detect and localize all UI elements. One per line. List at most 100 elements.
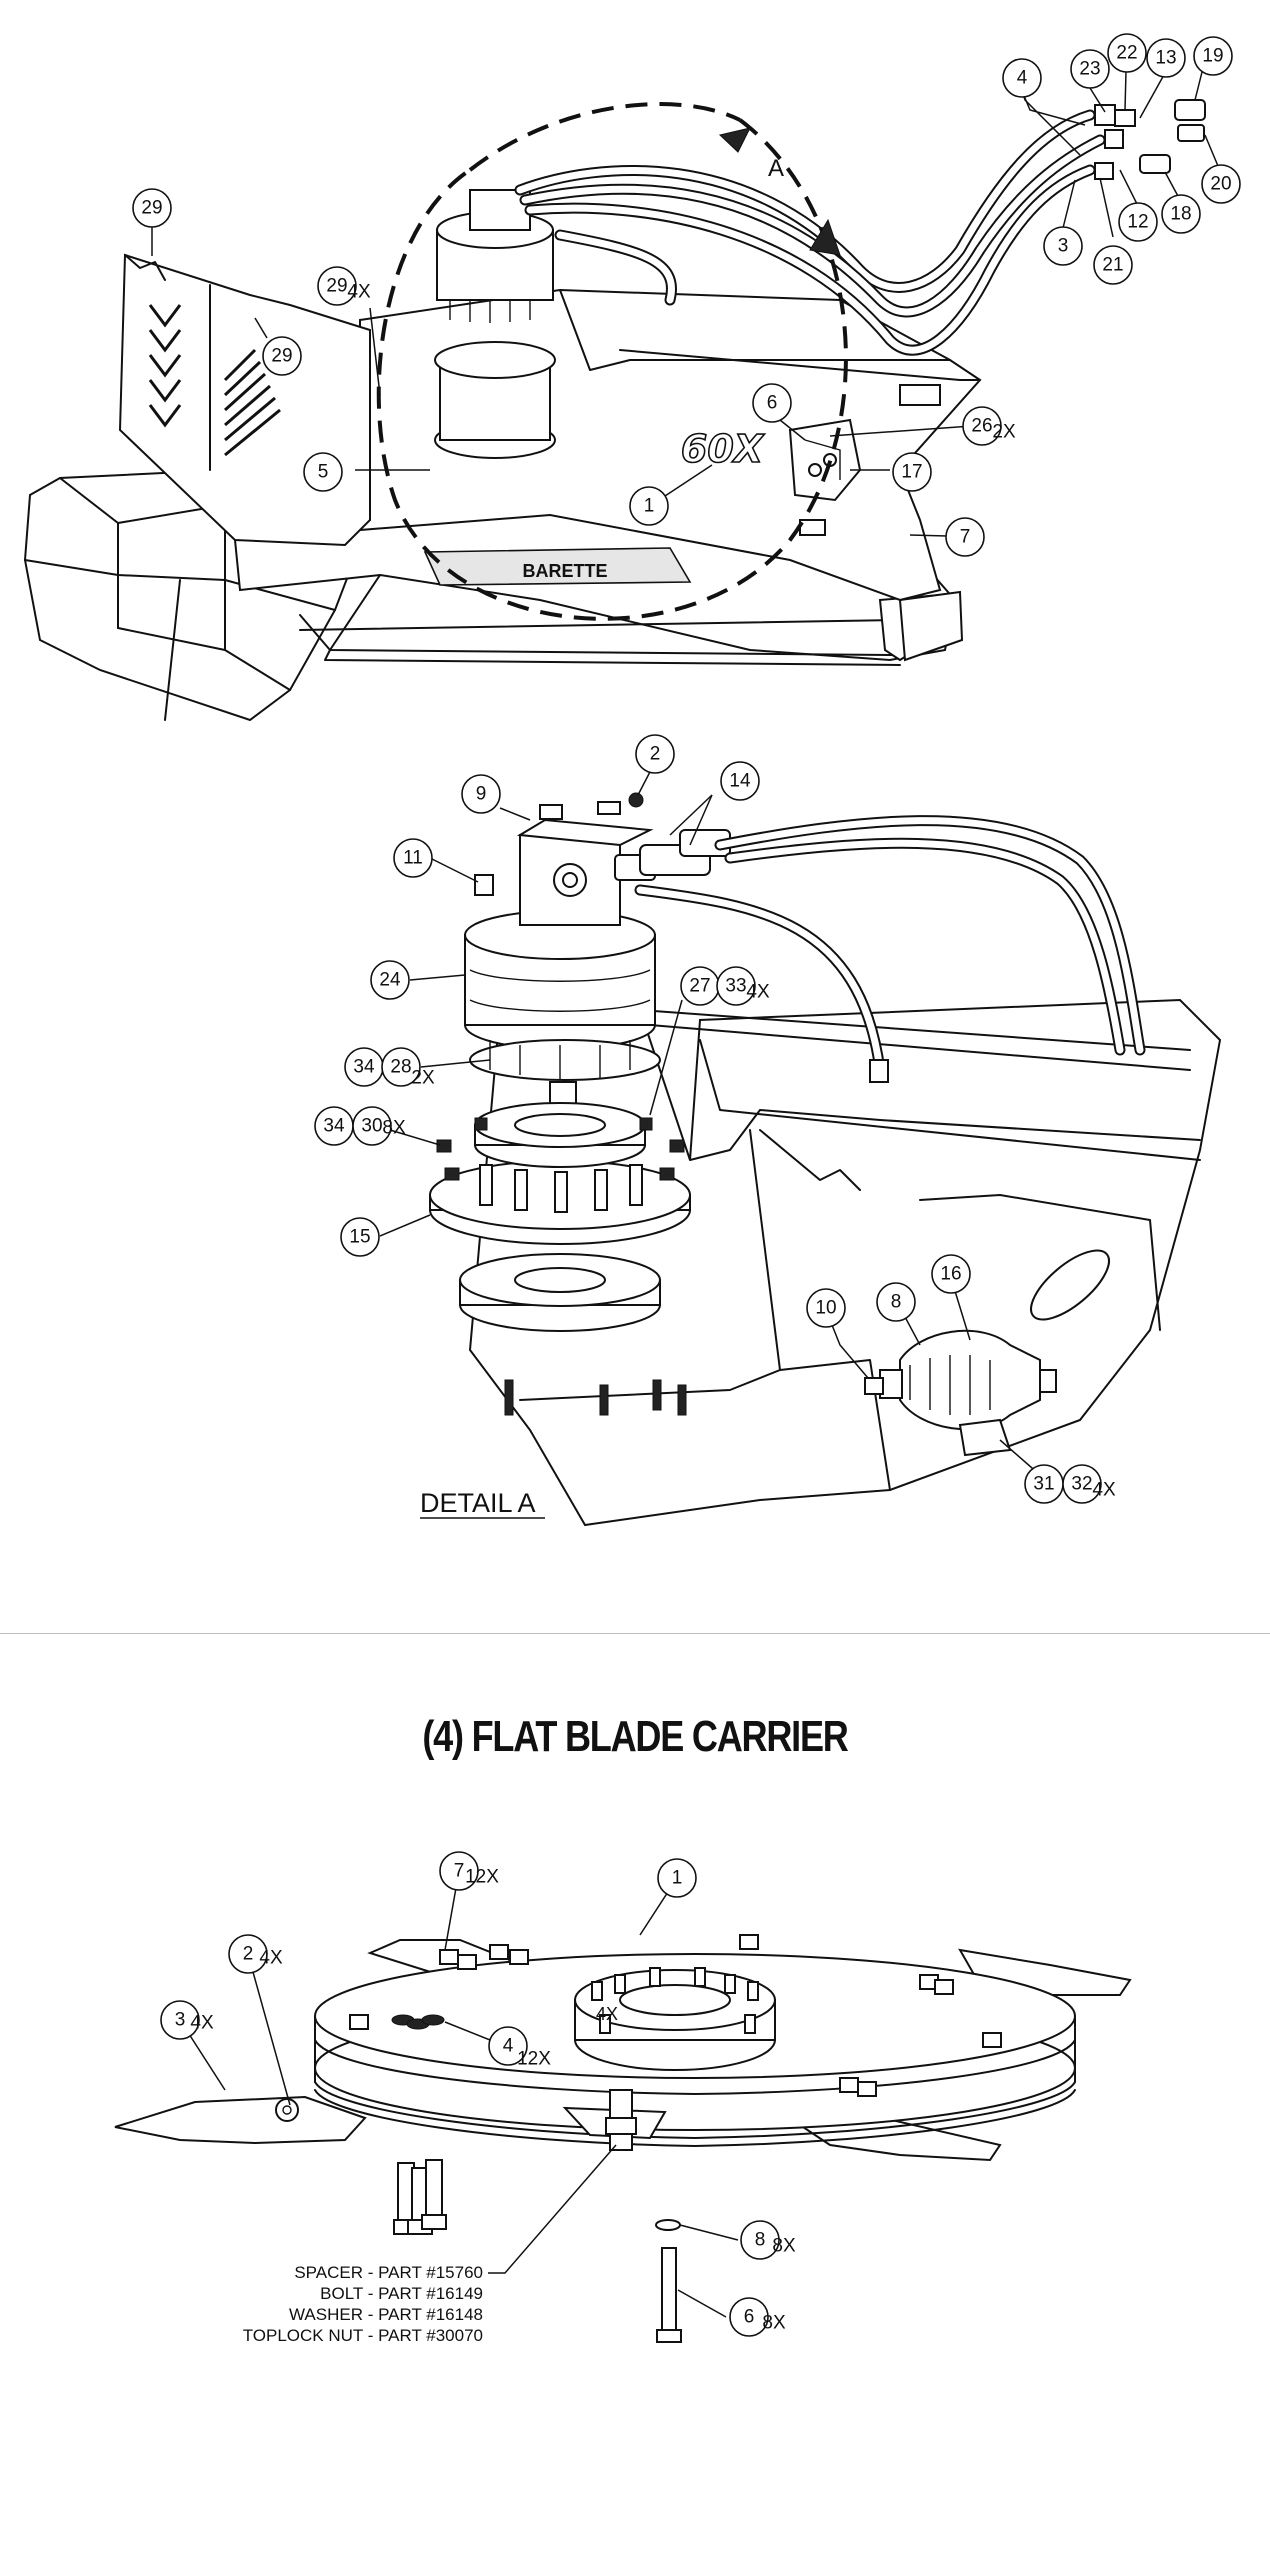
svg-text:1: 1 bbox=[644, 496, 655, 517]
callout-bubble: 16 bbox=[931, 1254, 971, 1294]
svg-text:19: 19 bbox=[1202, 46, 1223, 67]
svg-text:11: 11 bbox=[403, 848, 423, 869]
callout-bubble: 30 bbox=[352, 1106, 392, 1146]
svg-text:34: 34 bbox=[353, 1057, 375, 1078]
brand-badge: BARETTE bbox=[523, 561, 608, 581]
svg-text:12: 12 bbox=[1127, 212, 1148, 233]
svg-text:28: 28 bbox=[390, 1057, 411, 1078]
section-title: (4) FLAT BLADE CARRIER bbox=[422, 1712, 848, 1761]
callout-bubble: 3 bbox=[160, 2000, 200, 2040]
svg-text:29: 29 bbox=[326, 276, 347, 297]
callout-bubble: 17 bbox=[892, 452, 932, 492]
svg-text:33: 33 bbox=[725, 976, 746, 997]
svg-text:8X: 8X bbox=[382, 1118, 406, 1139]
svg-text:8: 8 bbox=[755, 2230, 766, 2251]
detail-a-view: DETAIL A bbox=[420, 792, 1222, 1527]
svg-text:21: 21 bbox=[1102, 255, 1123, 276]
callout-bubble: 14 bbox=[720, 761, 760, 801]
svg-text:14: 14 bbox=[729, 771, 751, 792]
callout-bubble: 15 bbox=[340, 1217, 380, 1257]
callout-bubble: 29 bbox=[317, 266, 357, 306]
model-badge: 60X bbox=[681, 427, 765, 471]
svg-text:1: 1 bbox=[672, 1868, 683, 1889]
callout-bubble: 1 bbox=[629, 486, 669, 526]
parts-note-washer: WASHER - PART #16148 bbox=[289, 2305, 483, 2324]
svg-text:22: 22 bbox=[1116, 43, 1137, 64]
callout-bubble: 34 bbox=[314, 1106, 354, 1146]
svg-text:4X: 4X bbox=[190, 2013, 214, 2034]
parts-note-nut: TOPLOCK NUT - PART #30070 bbox=[243, 2326, 483, 2345]
svg-text:5: 5 bbox=[318, 462, 329, 483]
callout-bubble: 4 bbox=[488, 2026, 528, 2066]
svg-text:30: 30 bbox=[361, 1116, 382, 1137]
callout-bubble: 32 bbox=[1062, 1464, 1102, 1504]
carrier-callouts: 7 12X 1 2 4X 3 4X 4 12X 8 8X 6 8X bbox=[160, 1851, 796, 2337]
callout-bubble: 29 bbox=[132, 188, 172, 228]
callout-bubble: 29 bbox=[262, 336, 302, 376]
callout-bubble: 10 bbox=[806, 1288, 846, 1328]
callout-bubble: 23 bbox=[1070, 49, 1110, 89]
callout-bubble: 13 bbox=[1146, 38, 1186, 78]
svg-text:3: 3 bbox=[1058, 236, 1069, 257]
callout-bubble: 21 bbox=[1093, 245, 1133, 285]
mower-deck-assembly: BARETTE 60X bbox=[23, 99, 1206, 722]
callout-bubble: 33 bbox=[716, 966, 756, 1006]
svg-text:6: 6 bbox=[744, 2307, 755, 2328]
callout-bubble: 12 bbox=[1118, 202, 1158, 242]
callout-bubble: 11 bbox=[393, 838, 433, 878]
callout-bubble: 6 bbox=[752, 383, 792, 423]
svg-text:20: 20 bbox=[1210, 174, 1231, 195]
svg-text:24: 24 bbox=[379, 970, 401, 991]
svg-text:8X: 8X bbox=[762, 2313, 786, 2334]
svg-text:18: 18 bbox=[1170, 204, 1191, 225]
callout-bubble: 19 bbox=[1193, 36, 1233, 76]
callout-bubble: 8 bbox=[740, 2220, 780, 2260]
section-divider bbox=[0, 1633, 1270, 1634]
svg-text:4X: 4X bbox=[347, 282, 371, 303]
svg-text:4: 4 bbox=[503, 2036, 514, 2057]
svg-text:3: 3 bbox=[175, 2010, 186, 2031]
svg-text:8X: 8X bbox=[772, 2236, 796, 2257]
svg-text:17: 17 bbox=[901, 462, 922, 483]
svg-text:2X: 2X bbox=[411, 1068, 435, 1089]
callout-bubble: 8 bbox=[876, 1282, 916, 1322]
detail-callouts: 2 9 14 11 24 27 33 4X 34 28 2X 34 30 8X … bbox=[314, 734, 1116, 1504]
svg-text:10: 10 bbox=[815, 1298, 836, 1319]
callout-bubble: 24 bbox=[370, 960, 410, 1000]
view-label-a: A bbox=[768, 155, 784, 182]
callout-bubble: 2 bbox=[635, 734, 675, 774]
svg-text:2: 2 bbox=[650, 744, 661, 765]
callout-bubble: 2 bbox=[228, 1934, 268, 1974]
svg-text:4X: 4X bbox=[746, 982, 770, 1003]
top-callouts: 29 29 4X 29 5 1 6 26 2X 17 7 4 3 21 12 1… bbox=[132, 33, 1241, 557]
carrier-inline-4x: 4X bbox=[596, 2004, 618, 2024]
callout-bubble: 1 bbox=[657, 1858, 697, 1898]
callout-bubble: 18 bbox=[1161, 194, 1201, 234]
parts-note-spacer: SPACER - PART #15760 bbox=[294, 2263, 483, 2282]
svg-text:12X: 12X bbox=[465, 1867, 499, 1888]
svg-text:12X: 12X bbox=[517, 2049, 551, 2070]
svg-text:4X: 4X bbox=[1092, 1480, 1116, 1501]
svg-text:29: 29 bbox=[141, 198, 162, 219]
svg-text:29: 29 bbox=[271, 346, 292, 367]
callout-bubble: 20 bbox=[1201, 164, 1241, 204]
callout-bubble: 7 bbox=[945, 517, 985, 557]
callout-bubble: 22 bbox=[1107, 33, 1147, 73]
callout-bubble: 28 bbox=[381, 1047, 421, 1087]
detail-a-label: DETAIL A bbox=[420, 1488, 536, 1518]
callout-bubble: 5 bbox=[303, 452, 343, 492]
callout-bubble: 7 bbox=[439, 1851, 479, 1891]
parts-note-bolt: BOLT - PART #16149 bbox=[320, 2284, 483, 2303]
svg-text:2X: 2X bbox=[992, 422, 1016, 443]
callout-bubble: 27 bbox=[680, 966, 720, 1006]
callout-bubble: 6 bbox=[729, 2297, 769, 2337]
callout-bubble: 26 bbox=[962, 406, 1002, 446]
svg-text:32: 32 bbox=[1071, 1474, 1092, 1495]
svg-text:4: 4 bbox=[1017, 68, 1028, 89]
svg-text:26: 26 bbox=[971, 416, 992, 437]
svg-text:23: 23 bbox=[1079, 59, 1100, 80]
svg-text:34: 34 bbox=[323, 1116, 345, 1137]
flat-blade-carrier: SPACER - PART #15760 BOLT - PART #16149 … bbox=[114, 1934, 1132, 2345]
callout-bubble: 3 bbox=[1043, 226, 1083, 266]
